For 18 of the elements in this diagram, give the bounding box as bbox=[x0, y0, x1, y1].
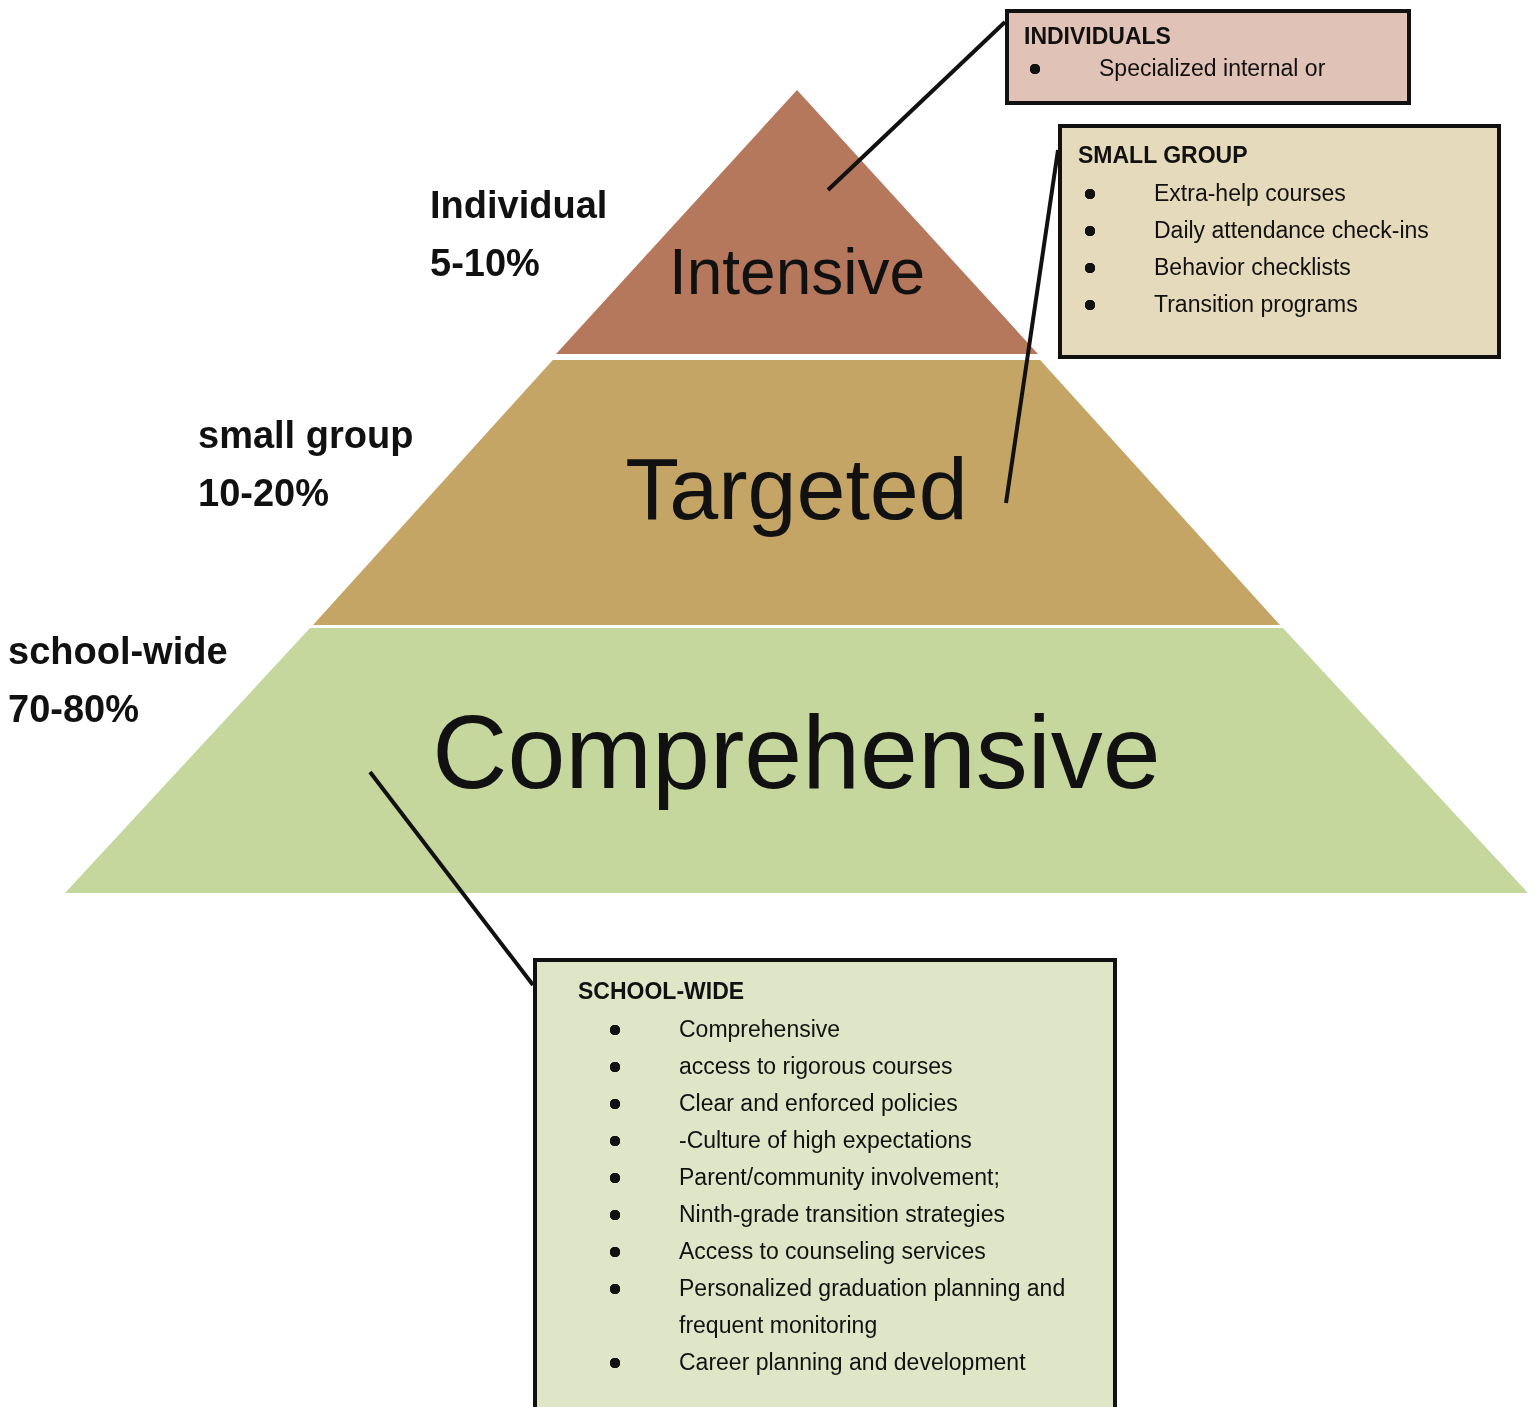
leader-line bbox=[1004, 149, 1060, 504]
tier-label: school-wide bbox=[8, 629, 228, 674]
box-heading: SMALL GROUP bbox=[1078, 142, 1248, 169]
box-heading: INDIVIDUALS bbox=[1024, 23, 1171, 50]
tier-title: Intensive bbox=[668, 235, 926, 309]
callout-box bbox=[533, 958, 1117, 1407]
tier-label: Individual bbox=[430, 183, 608, 228]
box-heading: SCHOOL-WIDE bbox=[578, 978, 745, 1005]
callout-box bbox=[1005, 9, 1411, 105]
tier-label: small group bbox=[198, 413, 414, 458]
tier-title: Targeted bbox=[625, 438, 968, 540]
callout-box bbox=[1058, 124, 1501, 359]
tier-title: Comprehensive bbox=[432, 693, 1161, 812]
tier-label: 70-80% bbox=[8, 687, 139, 732]
tier-label: 5-10% bbox=[430, 241, 540, 286]
leader-line bbox=[368, 770, 535, 987]
leader-line bbox=[826, 20, 1007, 192]
tier-label: 10-20% bbox=[198, 471, 329, 516]
